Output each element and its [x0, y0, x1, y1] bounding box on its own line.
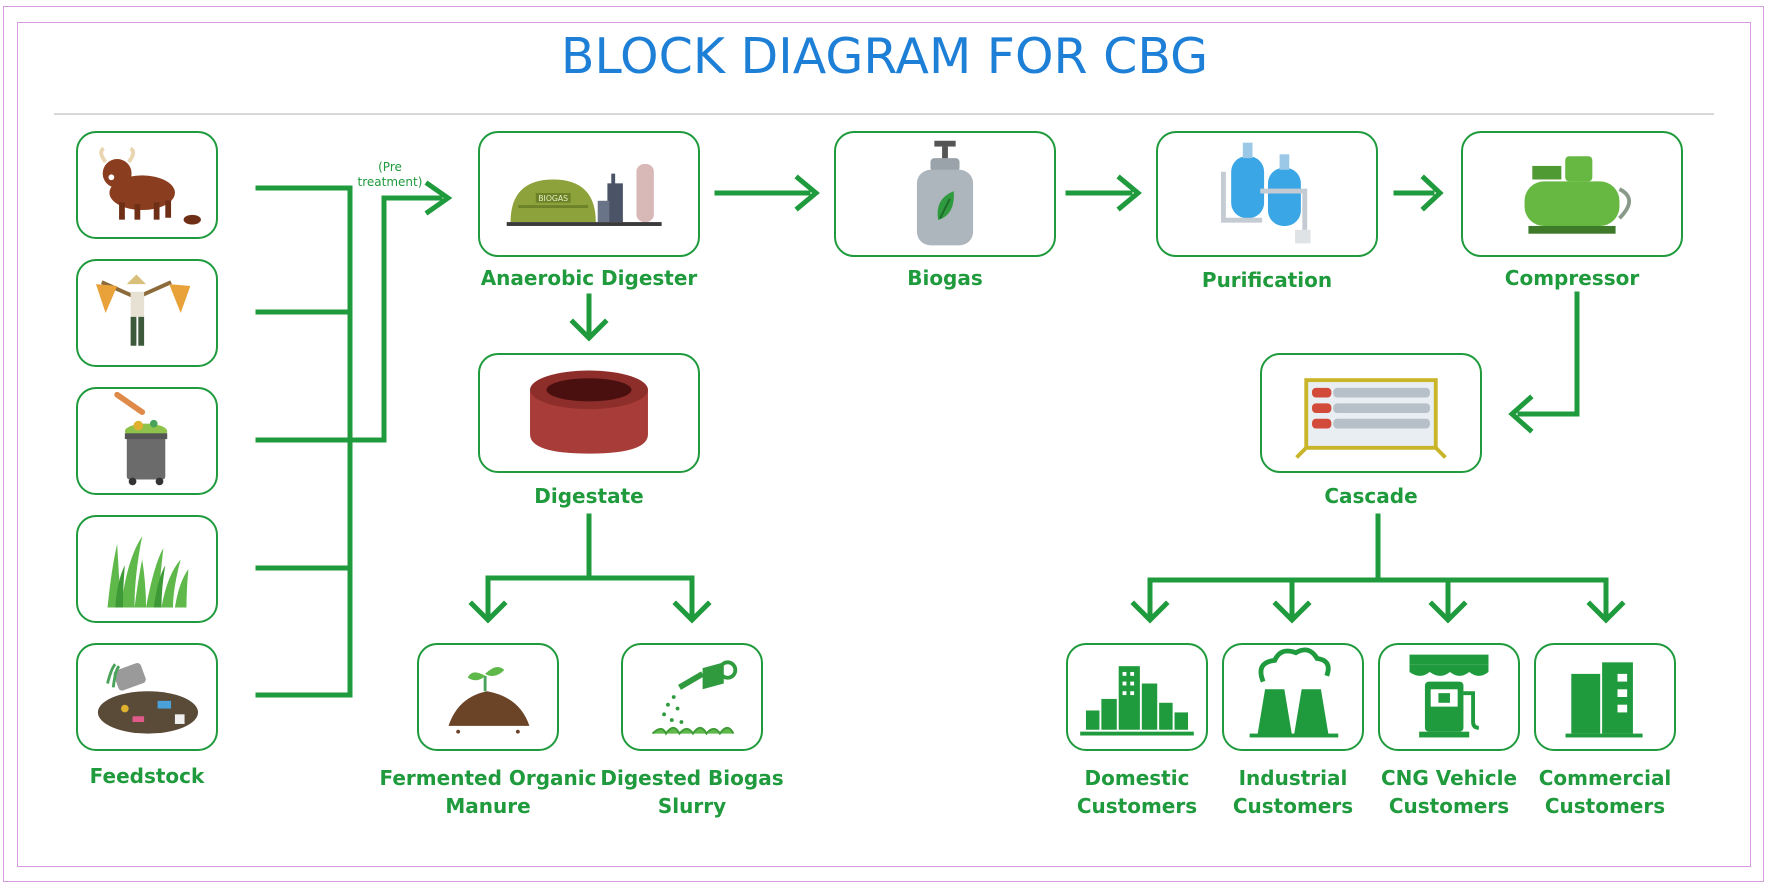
purification-label: Purification	[1201, 268, 1333, 292]
digested-slurry-label-line2: Slurry	[657, 794, 727, 818]
cng-vehicle-customers-label-line2: Customers	[1388, 794, 1510, 818]
purification-node	[1156, 131, 1378, 257]
compressor-label: Compressor	[1504, 266, 1640, 290]
commercial-customers-label-line1: Commercial	[1538, 766, 1672, 790]
cascade-label: Cascade	[1324, 484, 1418, 508]
feedstock-item-crop-residue	[76, 259, 218, 367]
feedstock-item-grass	[76, 515, 218, 623]
city-buildings-icon	[1080, 666, 1194, 736]
digestate-node	[478, 353, 700, 473]
anaerobic-digester-label: Anaerobic Digester	[480, 266, 698, 290]
compressor-icon	[1524, 156, 1632, 234]
digestate-label: Digestate	[534, 484, 644, 508]
cng-vehicle-customers-node	[1378, 643, 1520, 751]
fuel-station-icon	[1409, 654, 1489, 738]
purification-tanks-icon	[1221, 142, 1311, 244]
commercial-customers-label-line2: Customers	[1544, 794, 1666, 818]
pre-treatment-note: (Pre treatment)	[354, 160, 426, 190]
digestate-tank-icon	[530, 370, 648, 454]
compressor-node	[1461, 131, 1683, 257]
domestic-customers-label-line1: Domestic	[1084, 766, 1190, 790]
commercial-building-icon	[1565, 662, 1643, 738]
cattle-dung-icon	[99, 146, 201, 225]
pre-treatment-line-1: (Pre	[378, 160, 402, 174]
fermented-manure-label: Fermented Organic Manure	[378, 764, 598, 820]
digested-slurry-label-line1: Digested Biogas	[600, 766, 784, 790]
commercial-customers-node	[1534, 643, 1676, 751]
crop-residue-icon	[95, 274, 191, 346]
soil-sprout-icon	[448, 666, 530, 734]
digested-slurry-node	[621, 643, 763, 751]
biogas-node	[834, 131, 1056, 257]
feedstock-label: Feedstock	[89, 764, 205, 788]
industrial-customers-node	[1222, 643, 1364, 751]
watering-can-icon	[651, 660, 738, 736]
biogas-plant-icon: BIOGAS	[506, 163, 662, 226]
svg-text:BIOGAS: BIOGAS	[538, 194, 568, 203]
factory-icon	[1249, 647, 1339, 738]
domestic-customers-label-line2: Customers	[1076, 794, 1198, 818]
industrial-customers-label-line2: Customers	[1232, 794, 1354, 818]
title-divider	[54, 113, 1714, 115]
inner-frame	[17, 22, 1751, 867]
industrial-customers-label-line1: Industrial	[1238, 766, 1348, 790]
domestic-customers-node	[1066, 643, 1208, 751]
biogas-label: Biogas	[907, 266, 983, 290]
fermented-manure-label-line2: Manure	[445, 794, 531, 818]
grass-icon	[107, 536, 189, 608]
industrial-customers-label: Industrial Customers	[1192, 764, 1394, 820]
diagram-title: BLOCK DIAGRAM FOR CBG	[560, 28, 1209, 85]
fermented-manure-node	[417, 643, 559, 751]
digested-slurry-label: Digested Biogas Slurry	[582, 764, 802, 820]
commercial-customers-label: Commercial Customers	[1504, 764, 1706, 820]
pre-treatment-line-2: treatment)	[357, 175, 423, 189]
outer-frame	[3, 6, 1764, 882]
domestic-customers-label: Domestic Customers	[1036, 764, 1238, 820]
sewage-waste-icon	[97, 662, 199, 734]
anaerobic-digester-node: BIOGAS	[478, 131, 700, 257]
cascade-node	[1260, 353, 1482, 473]
gas-cylinder-icon	[916, 140, 974, 246]
waste-bin-icon	[114, 391, 168, 486]
cng-vehicle-customers-label: CNG Vehicle Customers	[1348, 764, 1550, 820]
cng-vehicle-customers-label-line1: CNG Vehicle	[1380, 766, 1518, 790]
feedstock-item-waste	[76, 387, 218, 495]
fermented-manure-label-line1: Fermented Organic	[379, 766, 597, 790]
feedstock-item-cattle	[76, 131, 218, 239]
feedstock-item-sewage	[76, 643, 218, 751]
cylinder-cascade-icon	[1295, 378, 1447, 459]
